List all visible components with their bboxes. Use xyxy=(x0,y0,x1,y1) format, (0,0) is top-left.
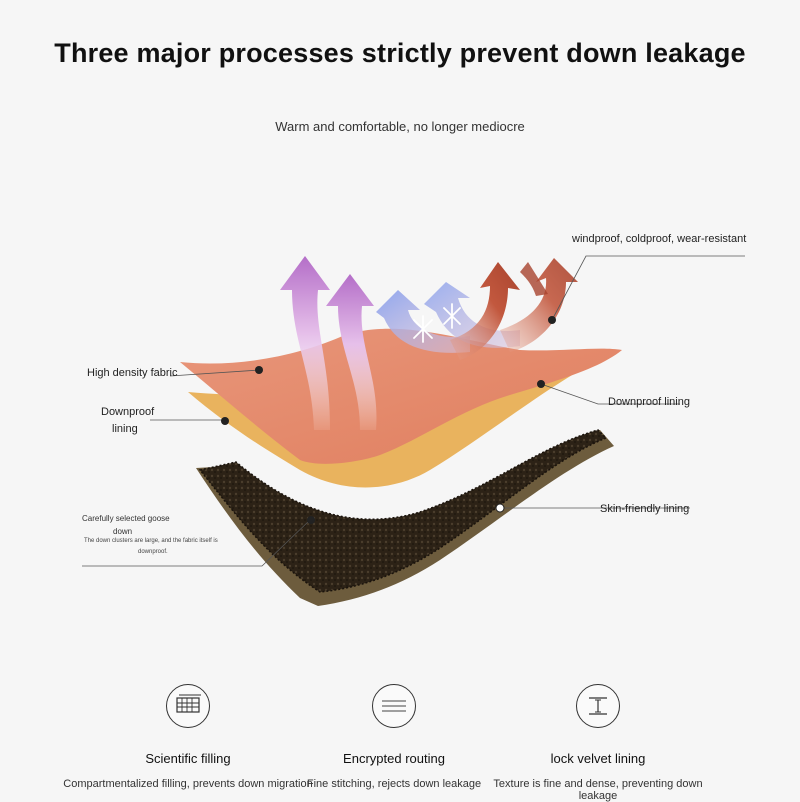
feature-scientific-filling: Scientific filling Compartmentalized fil… xyxy=(63,684,313,790)
feature-desc: Compartmentalized filling, prevents down… xyxy=(63,778,313,790)
feature-title: lock velvet lining xyxy=(550,751,646,766)
wind-arrow-right xyxy=(500,258,578,352)
label-windproof: windproof, coldproof, wear-resistant xyxy=(572,233,747,245)
leader-high-density xyxy=(169,369,261,377)
leader-downproof-right xyxy=(540,383,680,405)
label-high-density-fabric: High density fabric xyxy=(87,367,178,379)
down-filling-layer xyxy=(198,429,608,593)
label-downproof-right: Downproof lining xyxy=(608,396,690,408)
snowflake-icon xyxy=(413,315,433,343)
snowflake-icon xyxy=(443,303,461,329)
label-skin-friendly: Skin-friendly lining xyxy=(600,503,690,515)
marker-goose xyxy=(307,516,315,524)
feature-desc: Texture is fine and dense, preventing do… xyxy=(493,778,703,802)
page-subtitle: Warm and comfortable, no longer mediocre xyxy=(275,119,525,134)
marker-downproof-right xyxy=(537,380,545,388)
grid-filling-icon xyxy=(166,684,210,728)
marker-high-density xyxy=(255,366,263,374)
wind-arrow-back xyxy=(520,262,548,296)
feature-title: Encrypted routing xyxy=(343,751,445,766)
label-downproof-left-line2: lining xyxy=(112,423,138,435)
label-goose-desc-2: downproof. xyxy=(138,549,168,555)
leader-windproof xyxy=(551,255,745,321)
velvet-lock-icon xyxy=(576,684,620,728)
feature-encrypted-routing: Encrypted routing Fine stitching, reject… xyxy=(269,684,519,790)
warm-air-arrow-left xyxy=(280,256,330,430)
stitch-lines-icon xyxy=(372,684,416,728)
marker-windproof xyxy=(548,316,556,324)
label-downproof-left-line1: Downproof xyxy=(101,406,155,418)
feature-desc: Fine stitching, rejects down leakage xyxy=(306,778,482,790)
label-goose-title: Carefully selected goose xyxy=(82,514,170,523)
cold-air-arrow-2 xyxy=(424,282,520,348)
feature-title: Scientific filling xyxy=(145,751,231,766)
high-density-fabric-layer xyxy=(180,328,622,464)
label-goose-title-2: down xyxy=(113,527,133,536)
marker-skin-friendly xyxy=(495,503,505,513)
feature-lock-velvet-lining: lock velvet lining Texture is fine and d… xyxy=(473,684,723,802)
leader-goose xyxy=(82,519,311,567)
page-title: Three major processes strictly prevent d… xyxy=(54,38,746,68)
label-goose-desc-1: The down clusters are large, and the fab… xyxy=(84,538,218,544)
marker-downproof-left xyxy=(221,417,229,425)
wind-arrow-left xyxy=(450,262,520,360)
warm-air-arrow-right xyxy=(326,274,377,430)
cold-air-arrow xyxy=(376,290,470,353)
